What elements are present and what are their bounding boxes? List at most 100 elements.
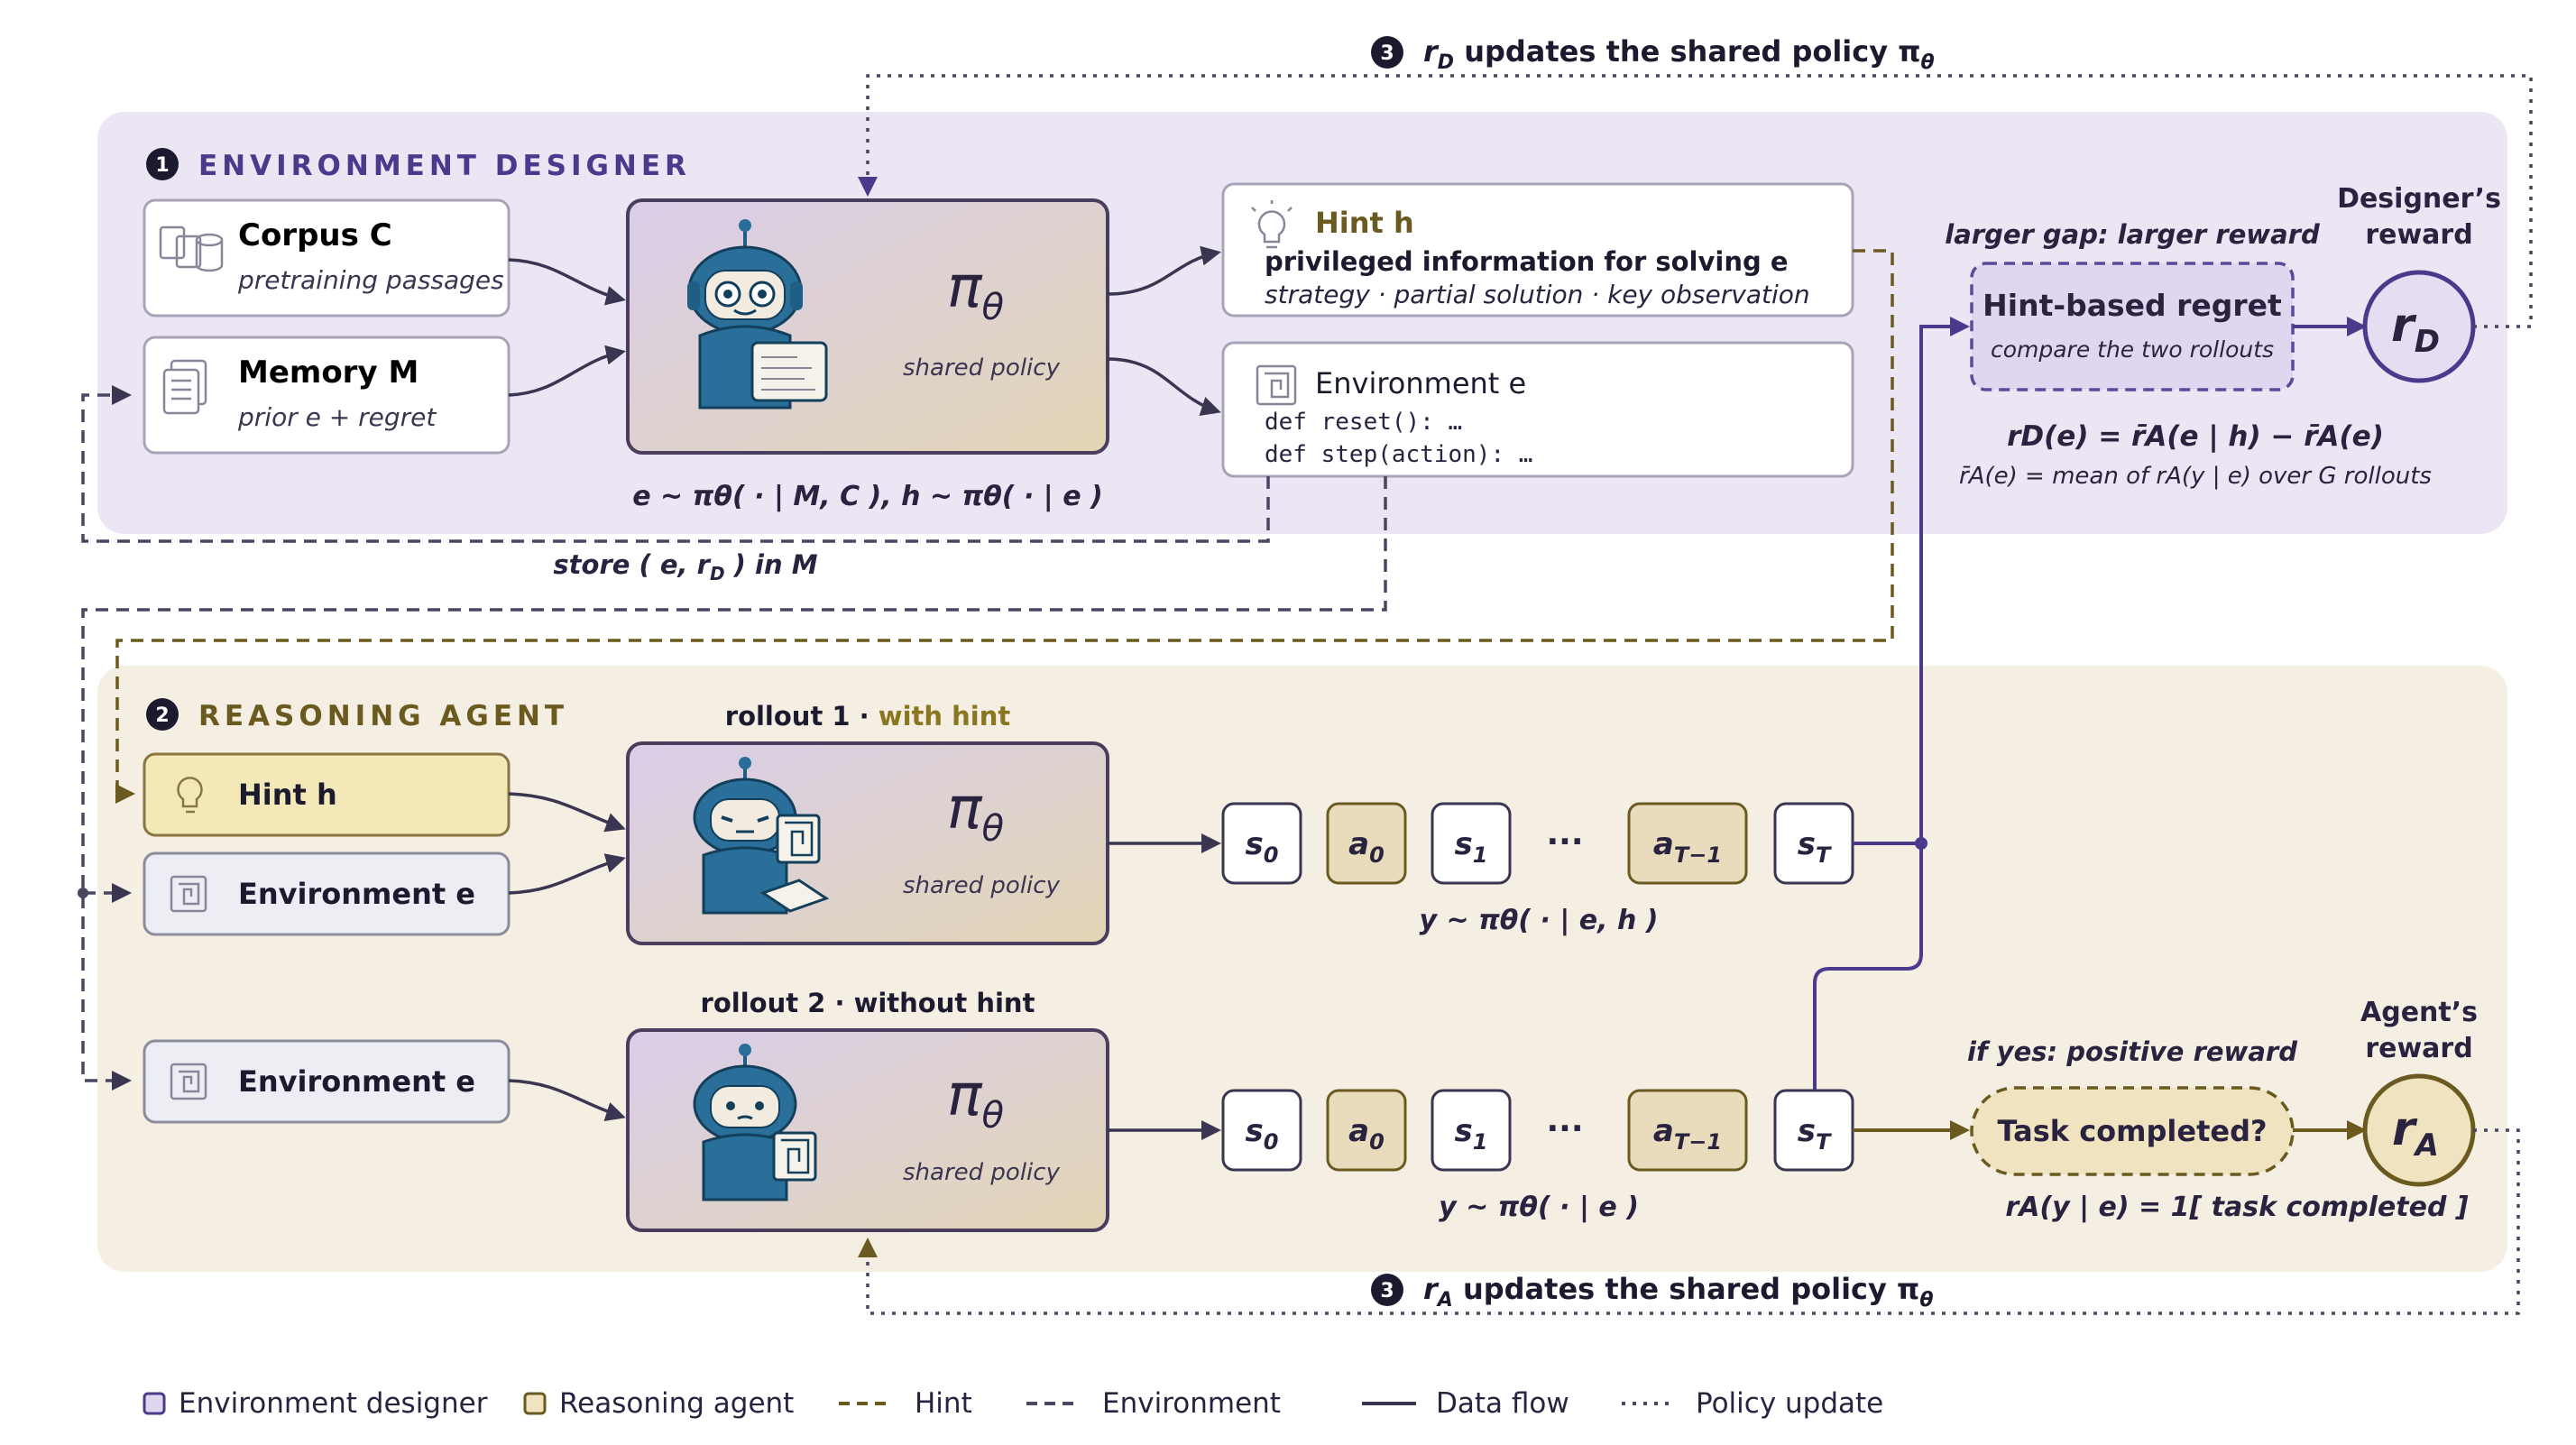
rollout2-policy-symbol: πθ — [947, 1063, 1004, 1137]
agent-hint-label: Hint h — [238, 778, 337, 812]
step-3-number-bottom: 3 — [1380, 1280, 1394, 1302]
robot-with-tablet-icon — [687, 219, 828, 410]
trajectory-row-2: s0 a0 s1 ··· aT−1 sT — [1221, 1089, 1854, 1172]
bottom-update-label: rA updates the shared policy πθ — [1423, 1272, 1933, 1312]
trajectory-label-sT-1: sT — [1798, 826, 1832, 868]
agent-reward-label-2: reward — [2365, 1033, 2472, 1064]
env-to-agent-arrow — [81, 476, 1387, 1091]
trajectory-label-aT1-2: aT−1 — [1653, 1113, 1722, 1155]
regret-title: Hint-based regret — [1983, 288, 2282, 323]
legend-hint: Hint — [915, 1387, 972, 1420]
regret-subtitle: compare the two rollouts — [1991, 336, 2274, 363]
designer-hint-title: Hint h — [1315, 206, 1414, 240]
maze-icon-agent-1 — [170, 875, 207, 913]
trajectory-label-s0-2: s0 — [1246, 1113, 1279, 1155]
rollout2-policy-box — [626, 1028, 1109, 1232]
agent-env-label-2: Environment e — [238, 1064, 475, 1099]
rollout2-policy-label: shared policy — [903, 1159, 1061, 1186]
trajectory2-formula: y ~ πθ( · | e ) — [1439, 1192, 1639, 1223]
trajectory-label-s1-2: s1 — [1455, 1113, 1488, 1155]
designer-policy-box — [626, 198, 1109, 455]
env-to-rollout2-arrow — [508, 1079, 626, 1121]
state-box-s0-2 — [1221, 1089, 1302, 1172]
legend-designer: Environment designer — [179, 1387, 488, 1420]
rollout2-label: rollout 2 · without hint — [701, 988, 1035, 1018]
step-3-badge-bottom — [1371, 1274, 1403, 1306]
legend-update: Policy update — [1696, 1387, 1883, 1420]
if-yes-label: if yes: positive reward — [1967, 1036, 2297, 1067]
state-box-s1-2 — [1431, 1089, 1512, 1172]
trajectory-label-s0-1: s0 — [1246, 826, 1279, 868]
legend-dataflow: Data flow — [1436, 1387, 1569, 1420]
action-box-aT1-1 — [1627, 802, 1748, 885]
memory-title: Memory M — [238, 354, 419, 391]
trajectory-label-sT-2: sT — [1798, 1113, 1832, 1155]
designer-policy-symbol: πθ — [947, 254, 1004, 328]
action-box-a0-2 — [1326, 1089, 1407, 1172]
step-1-badge — [146, 148, 179, 180]
regret-formula-1: rD(e) = r̄A(e | h) − r̄A(e) — [2007, 420, 2384, 453]
trajectory-label-a0-2: a0 — [1348, 1113, 1385, 1155]
designer-policy-label: shared policy — [903, 354, 1061, 382]
designer-environment-box — [1221, 341, 1854, 478]
maze-icon — [1256, 364, 1297, 406]
task-completed-box — [1970, 1086, 2295, 1176]
corpus-subtitle: pretraining passages — [237, 265, 504, 295]
agent-reward-label-1: Agent’s — [2360, 997, 2478, 1028]
corpus-title: Corpus C — [238, 217, 392, 253]
env-to-rollout1-arrow — [508, 853, 626, 895]
rollout1-label: rollout 1 · with hint — [725, 701, 1011, 732]
lightbulb-icon — [1251, 200, 1293, 249]
designer-sampling-formula: e ~ πθ( · | M, C ), h ~ πθ( · | e ) — [632, 481, 1102, 512]
rollout1-to-regret-line — [1853, 317, 1970, 845]
rollout1-policy-symbol: πθ — [947, 776, 1004, 850]
step-2-badge — [146, 698, 179, 731]
top-update-label: rD updates the shared policy πθ — [1423, 34, 1935, 74]
rollout1-policy-box — [626, 741, 1109, 945]
env-branch-dot — [78, 888, 88, 898]
designer-env-code1: def reset(): … — [1265, 409, 1462, 436]
policy-to-env-arrow — [1107, 357, 1221, 416]
agent-reward-symbol: rA — [2392, 1102, 2439, 1164]
designer-env-title: Environment e — [1315, 366, 1526, 400]
trajectory-label-a0-1: a0 — [1348, 826, 1385, 868]
step-1-number: 1 — [155, 154, 169, 177]
designer-hint-line2: strategy · partial solution · key observ… — [1265, 280, 1810, 309]
policy-to-hint-arrow — [1107, 245, 1221, 296]
trajectory-ellipsis-1: ··· — [1546, 824, 1583, 861]
robot-with-maze-icon-1 — [693, 757, 830, 915]
trajectory-ellipsis-2: ··· — [1546, 1110, 1583, 1147]
legend-agent: Reasoning agent — [559, 1387, 794, 1420]
trajectory-label-s1-1: s1 — [1455, 826, 1488, 868]
hint-to-rollout1-arrow — [508, 792, 626, 833]
designer-title: ENVIRONMENT DESIGNER — [198, 150, 691, 182]
memory-subtitle: prior e + regret — [237, 402, 437, 432]
corpus-to-policy-arrow — [508, 258, 626, 306]
store-in-memory-arrow — [81, 385, 1270, 543]
regret-formula-2: r̄A(e) = mean of rA(y | e) over G rollou… — [1959, 463, 2432, 490]
memory-to-policy-arrow — [508, 345, 626, 397]
rollout2-to-regret-line — [1813, 843, 1923, 1090]
designer-hint-line1: privileged information for solving e — [1265, 246, 1789, 277]
legend-env: Environment — [1102, 1387, 1281, 1420]
state-box-s1-1 — [1431, 802, 1512, 885]
agent-policy-update-path — [858, 1128, 2520, 1315]
task-completed-label: Task completed? — [1997, 1114, 2267, 1148]
agent-env-box-1 — [143, 851, 511, 936]
agent-reward-formula: rA(y | e) = 1[ task completed ] — [2005, 1192, 2468, 1223]
agent-env-label-1: Environment e — [238, 877, 475, 911]
action-box-a0-1 — [1326, 802, 1407, 885]
document-stack-icon — [162, 359, 207, 415]
corpus-box — [143, 198, 511, 318]
hint-to-agent-arrow — [115, 249, 1894, 804]
designer-reward-label-1: Designer’s — [2337, 183, 2501, 215]
agent-title: REASONING AGENT — [198, 700, 568, 732]
designer-reward-symbol: rD — [2391, 299, 2440, 360]
trajectory1-formula: y ~ πθ( · | e, h ) — [1419, 905, 1658, 936]
robot-with-maze-icon-2 — [693, 1044, 817, 1201]
designer-reward-label-2: reward — [2365, 219, 2472, 251]
step-2-number: 2 — [155, 704, 169, 727]
book-stack-icon — [159, 225, 224, 272]
